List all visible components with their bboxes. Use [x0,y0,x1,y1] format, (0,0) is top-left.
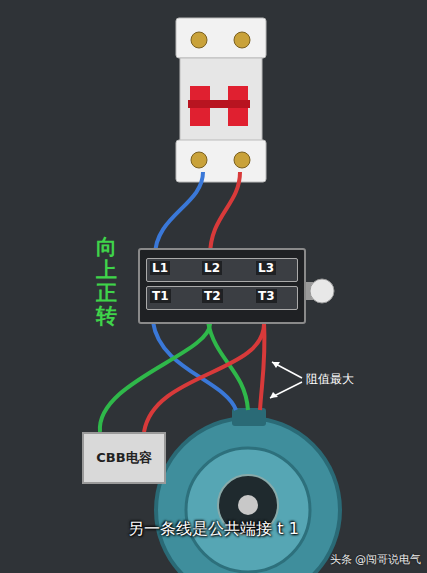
terminal-label: L3 [256,261,276,275]
leader-line [272,362,302,378]
caption: 另一条线是公共端接 t 1 [0,519,427,540]
blue-wire [155,172,203,256]
terminal-label: T3 [256,289,277,303]
direction-label: 向上正转 [96,236,117,328]
leader-line [270,382,302,398]
wire-connector [144,324,264,432]
capacitor-label: CBB电容 [96,449,151,467]
arrow-head [270,392,278,398]
terminal-label: L1 [150,261,170,275]
switch-knob [310,279,334,303]
arrow-head [272,362,280,368]
wire-connector [100,324,210,432]
circuit-breaker [176,18,266,182]
red-wire [210,172,240,256]
callout-label: 阻值最大 [306,371,354,388]
terminal-label: T2 [202,289,223,303]
watermark: 头条 @闯哥说电气 [330,552,422,567]
terminal-label: L2 [202,261,222,275]
rotary-switch: L1 L2 L3T1 T2 T3 [138,248,306,324]
terminal-label: T1 [150,289,171,303]
capacitor-box: CBB电容 [82,432,166,484]
motor [156,408,340,573]
